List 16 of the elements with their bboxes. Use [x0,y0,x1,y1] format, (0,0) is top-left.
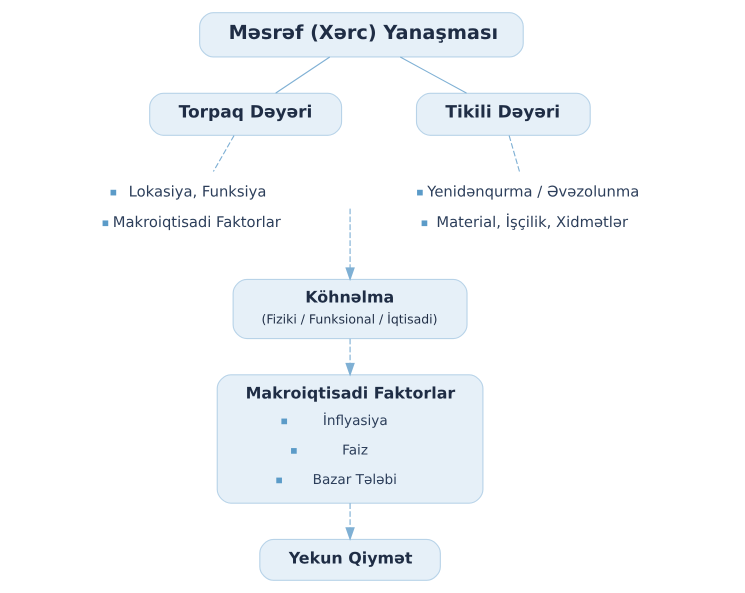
node-text: Yenidənqurma / Əvəzolunma Material, İşçilik, Xidmətlər [427,183,640,232]
node-box: Köhnəlma (Fiziki / Funksional / İqtisadi) [232,278,468,340]
node-box: Torpaq Dəyəri [149,92,342,136]
node-box: Makroiqtisadi Faktorlar İnflyasiya Faiz Bazar Tələbi [216,374,484,504]
arrow [345,503,355,541]
connector [400,56,467,94]
arrow [345,208,355,282]
connector [275,56,330,94]
node-box: Məsrəf (Xərc) Yanaşması [199,12,524,58]
arrow [345,338,355,377]
node-label: Makroiqtisadi Faktorlar [112,214,281,232]
node-box: Yekun Qiymət [259,538,441,581]
connector [508,135,520,172]
node-box: Tikili Dəyəri [416,92,591,136]
connector [212,135,235,172]
node-label: Lokasiya, Funksiya [128,183,266,200]
